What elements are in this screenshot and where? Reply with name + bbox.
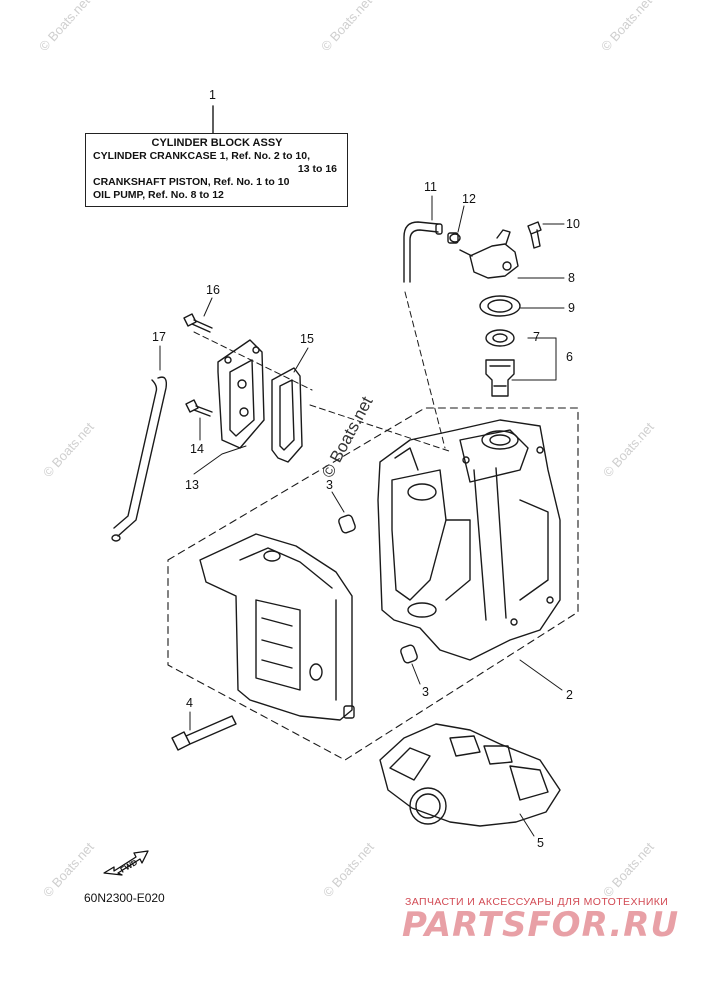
part-2-crankcase: [377, 419, 561, 661]
callout-8: 8: [568, 271, 575, 285]
part-4-bolt: [171, 715, 237, 751]
leader-line-13: [193, 445, 247, 475]
part-6-thermostat: [485, 359, 515, 397]
note-line-4: OIL PUMP, Ref. No. 8 to 12: [93, 189, 224, 201]
callout-17: 17: [152, 330, 166, 344]
assembly-outline-dashed: [167, 407, 579, 761]
brand-tagline: ЗАПЧАСТИ И АКСЕССУАРЫ ДЛЯ МОТОТЕХНИКИ: [405, 896, 669, 908]
part-11-hose: [403, 221, 439, 283]
part-7-seal: [485, 329, 515, 347]
callout-5: 5: [537, 836, 544, 850]
brand-logo-text: PARTSFOR.RU: [402, 905, 680, 945]
callout-3-bottom: 3: [422, 685, 429, 699]
callout-10: 10: [566, 217, 580, 231]
leader-line-3b: [411, 663, 421, 685]
callout-7: 7: [533, 330, 540, 344]
leader-line-15b: [293, 347, 309, 373]
note-line-1: CYLINDER CRANKCASE 1, Ref. No. 2 to 10,: [93, 150, 311, 162]
part-16-bolt: [183, 313, 213, 333]
part-3-dowel-bottom: [400, 644, 418, 664]
leader-line-3a: [331, 491, 345, 513]
leader-line-6b: [511, 337, 557, 381]
part-14-bolt: [185, 399, 213, 417]
callout-14: 14: [190, 442, 204, 456]
part-1-cylinder-block: [199, 533, 353, 721]
leader-line-12b: [457, 205, 465, 233]
callout-13: 13: [185, 478, 199, 492]
callout-3-top: 3: [326, 478, 333, 492]
part-5-gasket: [379, 723, 561, 827]
callout-6: 6: [566, 350, 573, 364]
part-13-exhaust-cover: [217, 339, 265, 449]
note-line-2: 13 to 16: [297, 163, 337, 175]
callout-4: 4: [186, 696, 193, 710]
part-12-plug: [449, 233, 461, 243]
callout-2: 2: [566, 688, 573, 702]
fwd-arrow-icon: FWD: [103, 850, 149, 876]
leader-line-9: [404, 291, 446, 449]
part-10-bolt: [527, 221, 542, 249]
part-3-dowel-top: [338, 514, 356, 534]
callout-1: 1: [209, 88, 216, 102]
part-9-gasket: [479, 295, 521, 317]
callout-16: 16: [206, 283, 220, 297]
callout-15: 15: [300, 332, 314, 346]
callout-12: 12: [462, 192, 476, 206]
part-11-hose-end: [435, 223, 443, 235]
leader-line-15: [309, 404, 453, 453]
callout-11: 11: [424, 180, 437, 194]
diagram-code: 60N2300-E020: [84, 891, 165, 905]
part-17-hose: [113, 376, 168, 537]
note-title: CYLINDER BLOCK ASSY: [151, 137, 283, 149]
part-8-pump-housing: [469, 243, 519, 279]
assembly-note-box: CYLINDER BLOCK ASSY CYLINDER CRANKCASE 1…: [85, 133, 348, 207]
note-line-3: CRANKSHAFT PISTON, Ref. No. 1 to 10: [93, 176, 290, 188]
leader-line-2: [519, 659, 563, 691]
leader-line-16: [203, 297, 213, 317]
leader-line-5: [519, 813, 535, 837]
callout-9: 9: [568, 301, 575, 315]
